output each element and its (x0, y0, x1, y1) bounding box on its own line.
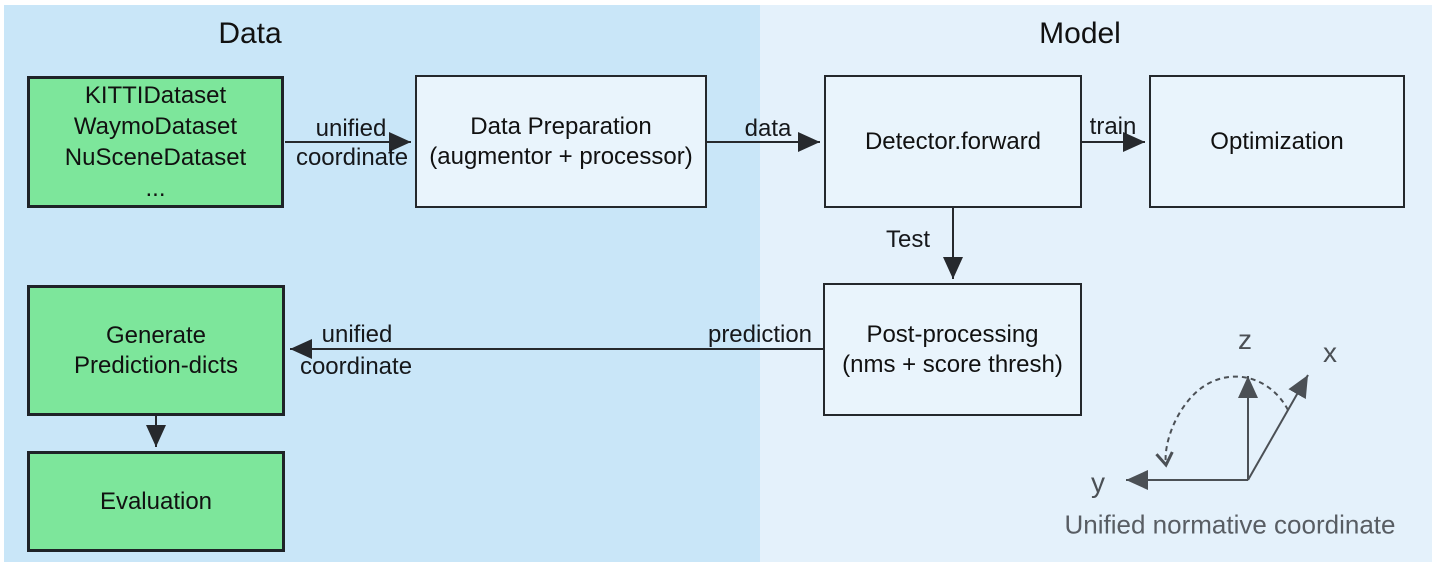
node-line: Post-processing (866, 320, 1039, 348)
node-line: ... (145, 175, 166, 202)
y-axis-label: y (1091, 467, 1105, 498)
node-line: KITTIDataset (84, 82, 227, 109)
node-line: WaymoDataset (73, 113, 238, 140)
node-optimization: Optimization (1149, 75, 1405, 208)
edge-label-unified-1: unified (315, 115, 387, 142)
edge-label-unified-2: unified (321, 321, 393, 348)
node-line: (nms + score thresh) (842, 350, 1063, 378)
node-line: Prediction-dicts (73, 351, 239, 379)
node-line: Optimization (1210, 128, 1344, 155)
node-detector-forward: Detector.forward (824, 75, 1082, 208)
x-axis-label: x (1323, 337, 1337, 368)
edge-label-train: train (1089, 113, 1137, 140)
edge-label-prediction: prediction (707, 321, 813, 348)
node-post-processing: Post-processing (nms + score thresh) (823, 283, 1082, 416)
edge-label-test: Test (885, 226, 931, 253)
node-data-preparation: Data Preparation (augmentor + processor) (415, 75, 707, 208)
node-datasets: KITTIDataset WaymoDataset NuSceneDataset… (27, 76, 284, 208)
coordinate-widget-caption: Unified normative coordinate (1064, 509, 1396, 540)
node-generate-prediction-dicts: Generate Prediction-dicts (27, 285, 285, 416)
z-axis-label: z (1238, 324, 1252, 355)
node-line: (augmentor + processor) (429, 142, 693, 170)
node-line: Evaluation (99, 488, 213, 515)
edge-label-coordinate-1: coordinate (295, 144, 409, 171)
edge-label-coordinate-2: coordinate (299, 353, 413, 380)
model-section-title: Model (1039, 17, 1121, 50)
data-section-title: Data (218, 17, 282, 50)
edge-label-data: data (744, 115, 792, 142)
node-line: Detector.forward (864, 128, 1042, 155)
node-evaluation: Evaluation (27, 451, 285, 552)
node-line: Data Preparation (470, 112, 652, 140)
node-line: Generate (105, 321, 207, 349)
node-line: NuSceneDataset (64, 144, 247, 171)
